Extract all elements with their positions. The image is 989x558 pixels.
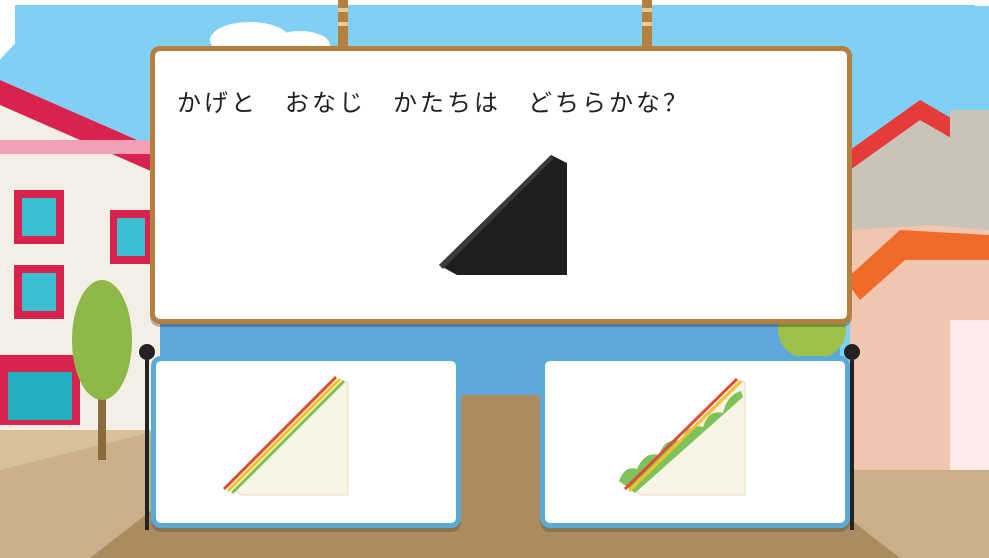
answer-card-lettuce[interactable] [540,356,850,528]
sandwich-lettuce-icon [619,377,746,496]
question-text: かげと おなじ かたちは どちらかな？ [177,89,690,117]
question-board: かげと おなじ かたちは どちらかな？ [150,46,852,324]
triangle-shadow-icon [439,155,567,275]
sandwich-straight-icon [222,375,349,496]
answer-card-straight[interactable] [151,356,461,528]
